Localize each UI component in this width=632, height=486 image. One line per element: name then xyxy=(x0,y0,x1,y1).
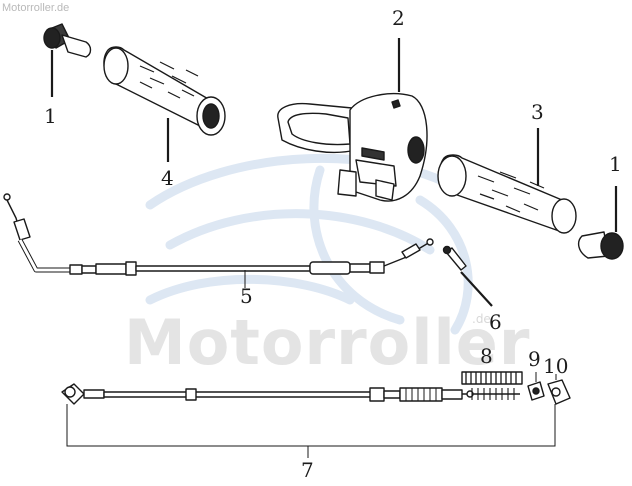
callout-8: 8 xyxy=(480,344,493,368)
callout-1-right: 1 xyxy=(609,152,622,176)
nut xyxy=(527,381,545,401)
bar-end-left xyxy=(43,23,92,58)
bracket-7 xyxy=(66,404,556,447)
spring xyxy=(461,371,523,385)
watermark-suffix: .de xyxy=(472,312,491,326)
bar-end-right xyxy=(577,231,624,260)
callout-6: 6 xyxy=(489,310,502,334)
callout-4: 4 xyxy=(161,166,174,190)
watermark-brand: Motorroller xyxy=(124,306,531,379)
brake-cable xyxy=(61,383,520,405)
callout-10: 10 xyxy=(543,354,569,378)
callout-5: 5 xyxy=(240,284,253,308)
callout-7: 7 xyxy=(301,458,314,482)
adjuster xyxy=(547,379,571,405)
callout-2: 2 xyxy=(392,6,405,30)
callout-3: 3 xyxy=(531,100,544,124)
callout-1-left: 1 xyxy=(44,104,57,128)
leader-6 xyxy=(460,271,493,307)
grip-left xyxy=(103,46,226,136)
watermark-url: Motorroller.de xyxy=(2,2,70,14)
callout-9: 9 xyxy=(528,347,541,371)
grip-right xyxy=(437,154,577,234)
small-screw xyxy=(442,245,467,271)
switch-housing xyxy=(277,93,428,202)
throttle-cable xyxy=(3,193,434,276)
